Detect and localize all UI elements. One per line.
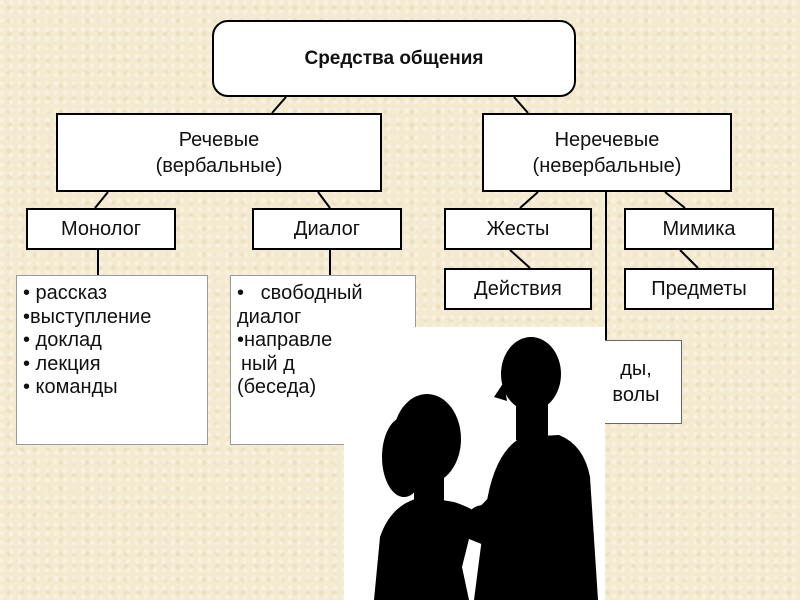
nonverbal-title: Неречевые [554,128,660,151]
list-item: • доклад [23,329,102,351]
objects-box: Предметы [624,268,774,310]
dialog-label: Диалог [293,217,361,240]
actions-box: Действия [444,268,592,310]
list-item: диалог [237,305,302,328]
list-item: ный д [241,352,295,375]
couple-silhouette-image [344,327,605,600]
list-item: •выступление [23,305,152,328]
root-label: Средства общения [304,47,484,69]
symbols-line-2: волы [612,384,660,406]
monolog-list: • рассказ •выступление • доклад • лекция… [16,275,208,445]
list-item: • свободный [237,282,363,304]
symbols-line-1: ды, [620,358,652,380]
nonverbal-subtitle: (невербальные) [532,154,682,177]
monolog-box: Монолог [26,208,176,250]
actions-label: Действия [474,277,562,300]
objects-label: Предметы [651,277,747,300]
verbal-title: Речевые [178,128,260,151]
list-item: • лекция [23,352,101,375]
list-item: • рассказ [23,282,108,304]
gestures-box: Жесты [444,208,592,250]
dialog-box: Диалог [252,208,402,250]
list-item: (беседа) [237,376,317,398]
monolog-label: Монолог [60,217,142,240]
mimicry-box: Мимика [624,208,774,250]
list-item: •направле [237,329,333,351]
verbal-means-box: Речевые (вербальные) [56,113,382,192]
list-item: • команды [23,376,118,398]
diagram-root-communication-means: Средства общения [212,20,576,97]
verbal-subtitle: (вербальные) [155,154,283,177]
gestures-label: Жесты [486,217,550,240]
nonverbal-means-box: Неречевые (невербальные) [482,113,732,192]
mimicry-label: Мимика [662,217,736,240]
